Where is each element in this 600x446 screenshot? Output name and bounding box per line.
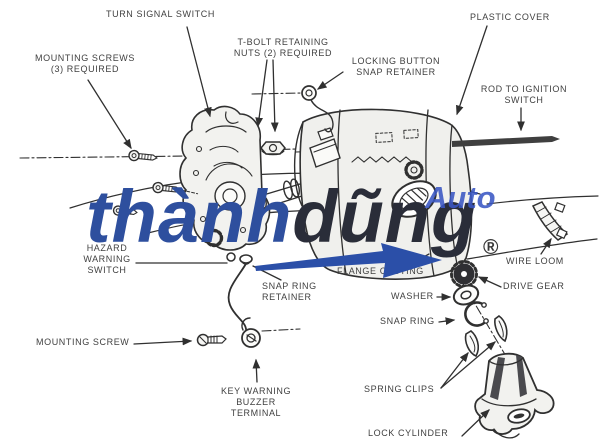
label-plastic-cover: PLASTIC COVER <box>470 12 550 22</box>
label-snap-ring-retainer: SNAP RING RETAINER <box>262 281 317 302</box>
leader-lines <box>87 25 552 437</box>
label-snap-ring: SNAP RING <box>380 316 435 326</box>
label-locking-button: LOCKING BUTTON SNAP RETAINER <box>351 56 441 77</box>
hazard-switch-knob <box>226 252 236 262</box>
label-rod-to-ignition: ROD TO IGNITION SWITCH <box>480 84 568 105</box>
wire-loom-part <box>466 195 599 260</box>
drive-gear-part <box>450 260 478 288</box>
label-mounting-screws: MOUNTING SCREWS (3) REQUIRED <box>35 53 135 74</box>
turn-signal-switch-part <box>179 105 271 251</box>
label-washer: WASHER <box>391 291 434 301</box>
spring-clips-part <box>464 315 508 358</box>
snap-ring-retainer-part <box>239 254 253 265</box>
label-hazard-warning-switch: HAZARD WARNING SWITCH <box>83 243 131 275</box>
t-bolt-nut-part <box>260 141 286 156</box>
snap-ring-part <box>464 301 489 327</box>
label-flange-casting: FLANGE CASTING <box>337 266 424 276</box>
washer-part <box>452 284 480 306</box>
label-spring-clips: SPRING CLIPS <box>364 384 435 394</box>
label-mounting-screw: MOUNTING SCREW <box>36 337 130 347</box>
label-turn-signal-switch: TURN SIGNAL SWITCH <box>106 9 215 19</box>
ignition-rod-part <box>452 136 560 147</box>
label-wire-loom: WIRE LOOM <box>506 256 564 266</box>
key-warning-terminal-part <box>227 261 261 348</box>
column-housing-part <box>293 108 473 280</box>
mounting-screw-part <box>196 333 227 347</box>
locking-button-retainer-part <box>301 85 334 133</box>
label-drive-gear: DRIVE GEAR <box>503 281 565 291</box>
mounting-screws-part <box>112 149 199 216</box>
label-key-warning-buzzer: KEY WARNING BUZZER TERMINAL <box>220 386 292 418</box>
lock-cylinder-part <box>474 352 555 439</box>
label-lock-cylinder: LOCK CYLINDER <box>368 428 449 438</box>
label-t-bolt-nuts: T-BOLT RETAINING NUTS (2) REQUIRED <box>233 37 333 58</box>
steering-shaft-stub <box>257 178 303 210</box>
